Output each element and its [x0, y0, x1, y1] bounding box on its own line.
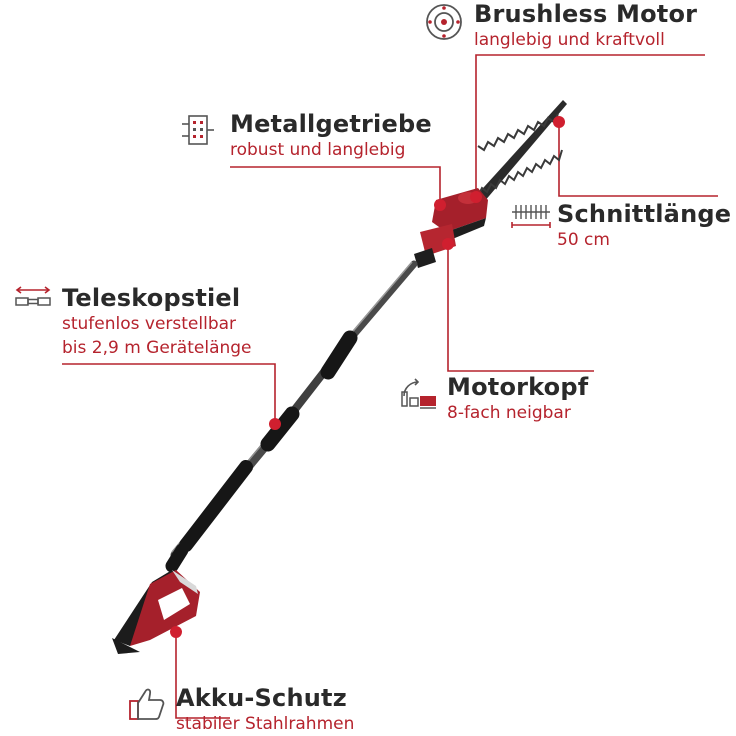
leader-getriebe — [230, 166, 441, 205]
feature-teleskopstiel: Teleskopstiel stufenlos verstellbar bis … — [62, 284, 252, 360]
battery-handle — [112, 570, 200, 654]
feature-subtitle: 8-fach neigbar — [447, 403, 571, 423]
dot-motorkopf — [442, 238, 454, 250]
dot-getriebe — [434, 199, 446, 211]
leader-motorkopf — [447, 244, 594, 372]
dot-akku — [170, 626, 182, 638]
leader-teleskop — [62, 363, 276, 424]
marker-dots — [170, 116, 565, 638]
feature-title: Motorkopf — [447, 373, 589, 401]
leader-schnitt — [558, 122, 718, 197]
motor-icon — [426, 4, 462, 40]
tilt-head-icon — [401, 378, 436, 409]
feature-title: Schnittlänge — [557, 200, 732, 228]
feature-title: Metallgetriebe — [230, 110, 432, 138]
leader-akku — [175, 632, 230, 719]
feature-subtitle: langlebig und kraftvoll — [474, 30, 665, 50]
feature-subtitle-line1: stufenlos verstellbar — [62, 314, 237, 334]
gearbox-icon — [182, 115, 214, 145]
feature-motorkopf: Motorkopf 8-fach neigbar — [447, 373, 588, 425]
thumbs-up-icon — [129, 688, 165, 720]
telescope-icon — [15, 286, 51, 306]
feature-schnittlaenge: Schnittlänge 50 cm — [557, 200, 731, 252]
dot-teleskop — [269, 418, 281, 430]
feature-subtitle-line2: bis 2,9 m Gerätelänge — [62, 338, 252, 358]
feature-akku-schutz: Akku-Schutz stabiler Stahlrahmen — [176, 684, 354, 736]
feature-title: Brushless Motor — [474, 0, 698, 28]
feature-subtitle: robust und langlebig — [230, 140, 406, 160]
feature-metallgetriebe: Metallgetriebe robust und langlebig — [230, 110, 432, 162]
feature-brushless-motor: Brushless Motor langlebig und kraftvoll — [474, 0, 697, 52]
blade-length-icon — [511, 205, 551, 228]
feature-subtitle: 50 cm — [557, 230, 610, 250]
telescopic-pole — [165, 260, 418, 573]
hedge-blade — [474, 100, 567, 202]
dot-schnitt — [553, 116, 565, 128]
leader-lines — [62, 54, 718, 719]
leader-brushless — [475, 54, 705, 197]
feature-title: Teleskopstiel — [62, 284, 241, 312]
dot-brushless — [470, 191, 482, 203]
feature-subtitle: stabiler Stahlrahmen — [176, 714, 355, 734]
feature-title: Akku-Schutz — [176, 684, 347, 712]
